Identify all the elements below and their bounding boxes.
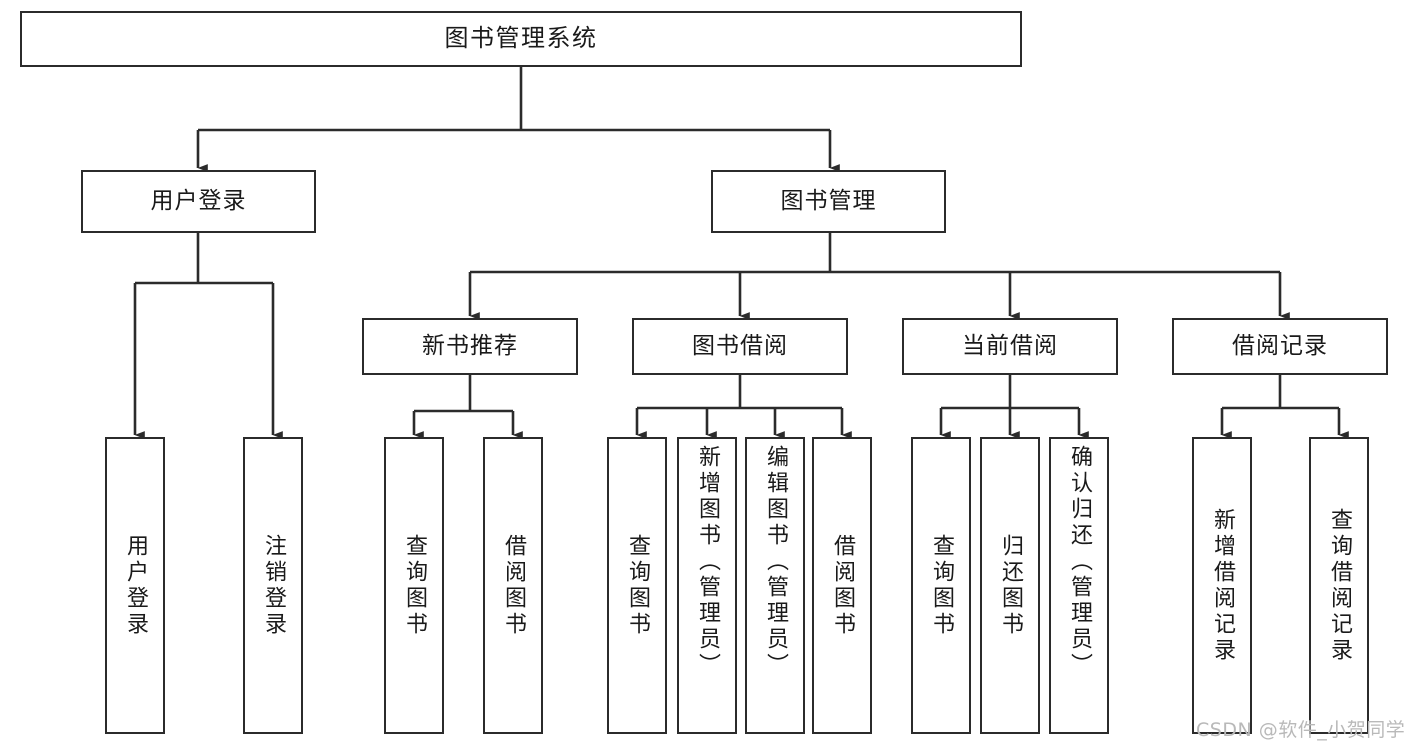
leaf-query-book-borrow[interactable]: 查询图书 (607, 437, 667, 734)
node-label: 图书管理 (780, 188, 877, 215)
node-label: 查询图书 (402, 533, 427, 638)
node-current-borrow[interactable]: 当前借阅 (902, 318, 1118, 375)
leaf-query-book-current[interactable]: 查询图书 (911, 437, 971, 734)
node-label: 借阅记录 (1232, 333, 1328, 360)
node-label: 新书推荐 (422, 333, 518, 360)
leaf-borrow-book-recommend[interactable]: 借阅图书 (483, 437, 543, 734)
node-borrow-record[interactable]: 借阅记录 (1172, 318, 1388, 375)
node-label: 注销登录 (261, 533, 286, 638)
node-label: 借阅图书 (830, 533, 855, 638)
node-label: 借阅图书 (501, 533, 526, 638)
node-label: 查询借阅记录 (1327, 507, 1352, 664)
node-label: 用户登录 (150, 188, 247, 215)
leaf-confirm-return-admin[interactable]: 确认归还（管理员） (1049, 437, 1109, 734)
node-book-management[interactable]: 图书管理 (711, 170, 946, 233)
leaf-borrow-book[interactable]: 借阅图书 (812, 437, 872, 734)
leaf-add-book-admin[interactable]: 新增图书（管理员） (677, 437, 737, 734)
node-new-book-recommend[interactable]: 新书推荐 (362, 318, 578, 375)
node-label: 查询图书 (929, 533, 954, 638)
node-label: 图书管理系统 (444, 24, 598, 53)
node-label: 确认归还（管理员） (1067, 445, 1092, 679)
node-label: 查询图书 (625, 533, 650, 638)
node-root-system[interactable]: 图书管理系统 (20, 11, 1022, 67)
leaf-edit-book-admin[interactable]: 编辑图书（管理员） (745, 437, 805, 734)
leaf-user-login[interactable]: 用户登录 (105, 437, 165, 734)
node-label: 图书借阅 (692, 333, 788, 360)
leaf-query-borrow-record[interactable]: 查询借阅记录 (1309, 437, 1369, 734)
leaf-add-borrow-record[interactable]: 新增借阅记录 (1192, 437, 1252, 734)
leaf-return-book[interactable]: 归还图书 (980, 437, 1040, 734)
node-label: 新增图书（管理员） (695, 445, 720, 679)
leaf-logout[interactable]: 注销登录 (243, 437, 303, 734)
node-label: 编辑图书（管理员） (763, 445, 788, 679)
node-user-login[interactable]: 用户登录 (81, 170, 316, 233)
node-label: 归还图书 (998, 533, 1023, 638)
node-label: 当前借阅 (962, 333, 1058, 360)
csdn-watermark: CSDN @软件_小贺同学 (1196, 719, 1405, 741)
node-label: 用户登录 (123, 533, 148, 638)
leaf-query-book-recommend[interactable]: 查询图书 (384, 437, 444, 734)
node-book-borrow[interactable]: 图书借阅 (632, 318, 848, 375)
node-label: 新增借阅记录 (1210, 507, 1235, 664)
